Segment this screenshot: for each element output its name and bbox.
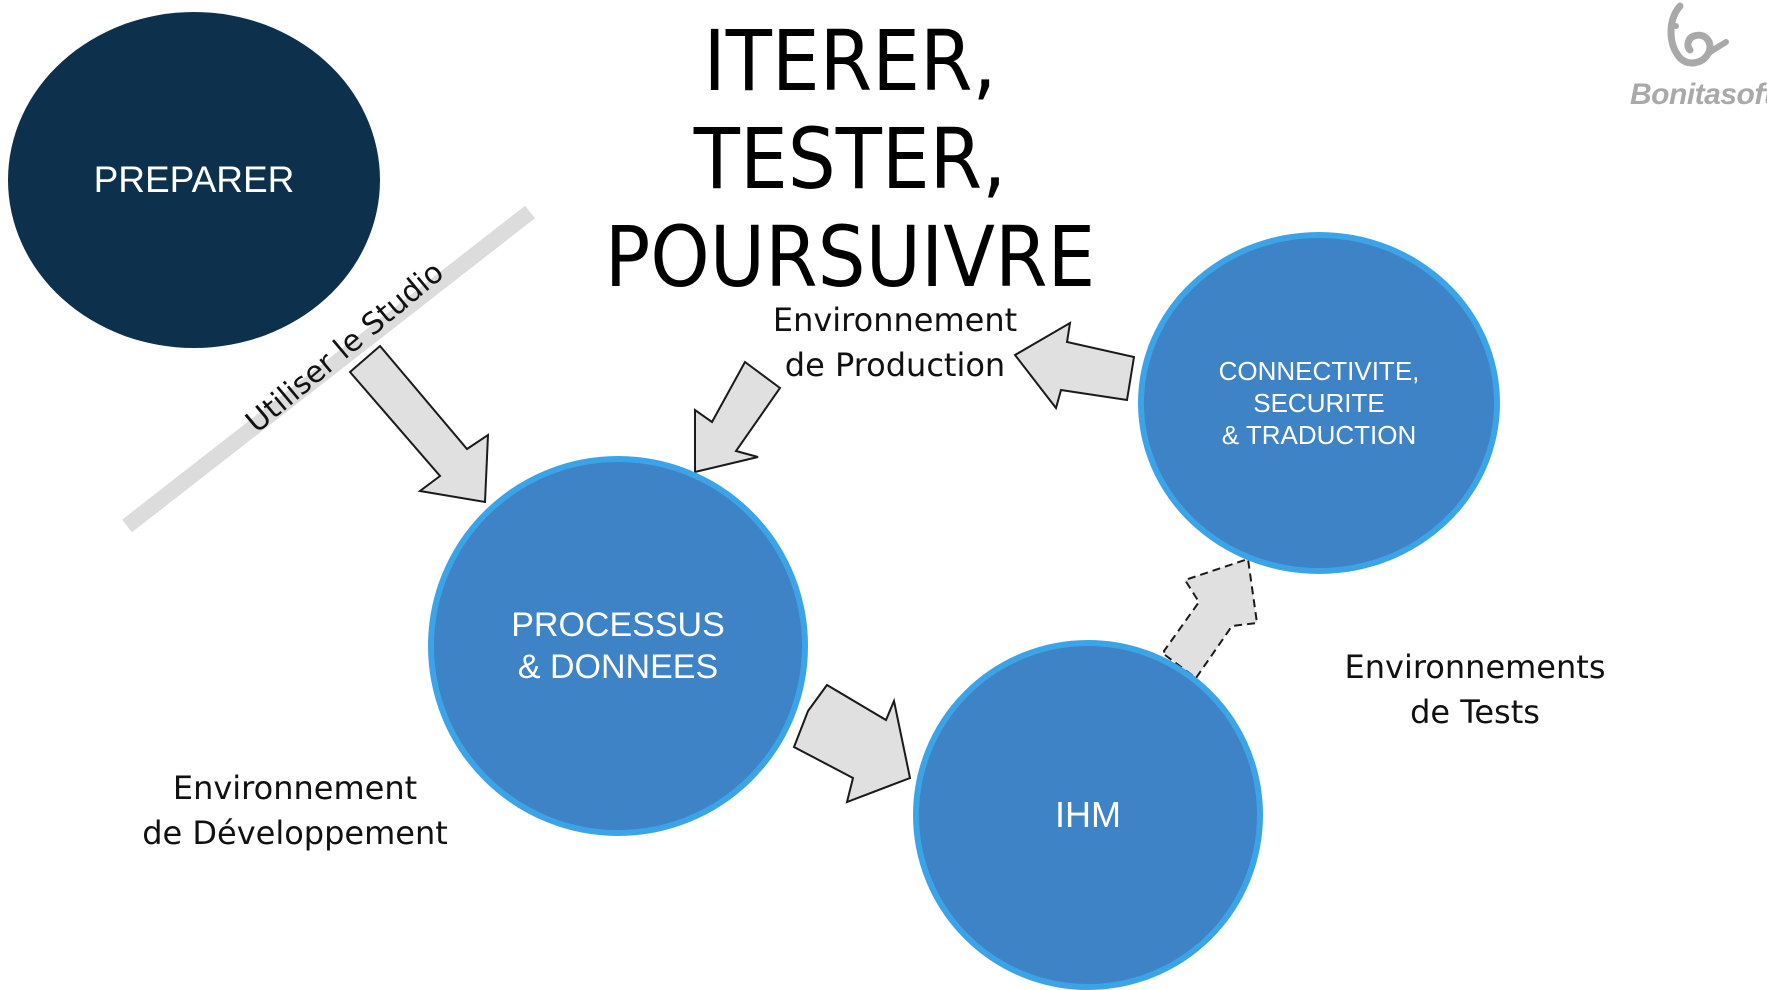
node-process-line-2: & DONNEES [517,648,719,686]
arrow-ihm-to-connect [1162,557,1259,680]
node-connect-line-2: SECURITE [1253,388,1385,418]
bonitasoft-logo: Bonitasoft [1618,0,1767,112]
production-env-label: Environnement de Production [735,298,1055,388]
node-connect-line-1: CONNECTIVITE, [1218,356,1420,386]
node-preparer: PREPARER [8,12,380,348]
title-line-1: ITERER, TESTER, [693,12,1007,208]
tests-env-line-1: Environnements [1344,648,1606,686]
development-env-line-2: de Développement [142,814,448,852]
development-env-line-1: Environnement [172,769,418,807]
node-processus-donnees: PROCESSUS & DONNEES [428,456,808,836]
tests-env-label: Environnements de Tests [1320,645,1630,735]
development-env-label: Environnement de Développement [120,766,470,856]
logo-wordmark: Bonitasoft [1630,78,1767,111]
node-preparer-label: PREPARER [93,159,295,200]
bonita-b-icon [1667,2,1729,67]
studio-divider [122,205,535,533]
node-connect-line-3: & TRADUCTION [1221,420,1417,450]
tests-env-line-2: de Tests [1410,693,1540,731]
production-env-line-1: Environnement [772,301,1018,339]
page-title: ITERER, TESTER, POURSUIVRE [589,12,1111,306]
production-env-line-2: de Production [784,346,1006,384]
arrow-process-to-ihm [792,683,912,804]
node-connectivite: CONNECTIVITE, SECURITE & TRADUCTION [1138,232,1500,574]
node-ihm-label: IHM [1055,794,1121,835]
title-line-2: POURSUIVRE [604,208,1096,306]
arrow-connect-to-production [1013,321,1136,411]
node-process-line-1: PROCESSUS [511,606,725,644]
node-ihm: IHM [913,640,1263,990]
arrow-production-to-process [694,360,782,474]
arrow-studio-to-process [348,344,490,504]
